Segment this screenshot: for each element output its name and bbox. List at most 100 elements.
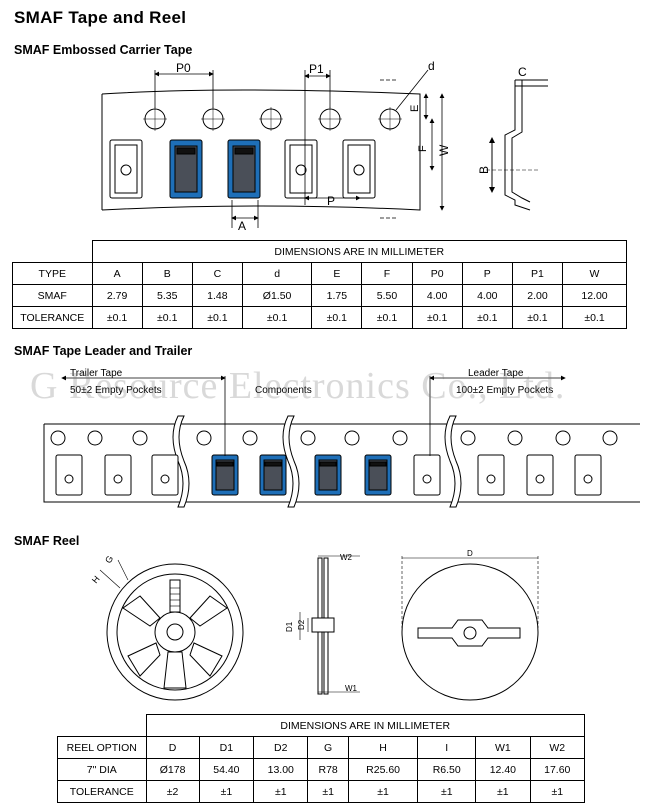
table-cell: ±0.1	[562, 306, 627, 329]
table-cell: ±2	[145, 780, 200, 803]
leader-pockets-label: 100±2 Empty Pockets	[456, 385, 553, 396]
column-header: TYPE	[12, 262, 93, 285]
trailer-tape-label: Trailer Tape	[70, 368, 123, 379]
column-header: A	[91, 262, 143, 285]
table-cell: 4.00	[411, 284, 463, 307]
table-cell: ±1	[475, 780, 531, 803]
reel-drawing: H G W2 W1 D1 D2 D	[90, 549, 539, 701]
dim-label-g: G	[103, 554, 115, 565]
leader-tape-label: Leader Tape	[468, 368, 524, 379]
table-cell: R25.60	[347, 758, 419, 781]
dim-label-d: d	[428, 60, 435, 73]
column-header: F	[361, 262, 413, 285]
reel-heading: SMAF Reel	[14, 534, 80, 548]
carrier-table-header: DIMENSIONS ARE IN MILLIMETER	[91, 240, 627, 263]
table-cell: 13.00	[253, 758, 309, 781]
table-cell: TOLERANCE	[57, 780, 147, 803]
column-header: D2	[253, 736, 309, 759]
table-cell: ±0.1	[311, 306, 363, 329]
dim-label-f: F	[417, 145, 429, 152]
trailer-pockets-label: 50±2 Empty Pockets	[70, 385, 162, 396]
watermark: G Resource Electronics Co., Ltd.	[30, 365, 566, 407]
dim-label-p0: P0	[176, 61, 191, 75]
page-title: SMAF Tape and Reel	[14, 8, 187, 27]
dim-label-b: B	[477, 166, 491, 174]
dim-label-e: E	[409, 105, 421, 112]
carrier-table-columns: TYPE A B C d E F P0 P P1 W	[12, 262, 627, 285]
table-cell: 7" DIA	[57, 758, 147, 781]
table-row: 7" DIA Ø178 54.40 13.00 R78 R25.60 R6.50…	[57, 758, 586, 781]
table-cell: 2.79	[91, 284, 143, 307]
table-cell: ±0.1	[91, 306, 143, 329]
table-cell: ±1	[198, 780, 255, 803]
table-cell: 4.00	[461, 284, 513, 307]
column-header: I	[417, 736, 477, 759]
table-cell: ±0.1	[241, 306, 313, 329]
table-cell: Ø178	[145, 758, 200, 781]
dim-label-d: D	[467, 549, 473, 558]
dim-label-d2: D2	[297, 619, 306, 630]
column-header: W	[562, 262, 627, 285]
table-cell: 17.60	[529, 758, 586, 781]
column-header: P1	[511, 262, 564, 285]
dim-label-p1: P1	[309, 62, 324, 76]
table-cell: ±1	[253, 780, 309, 803]
dim-label-w: W	[437, 144, 451, 156]
column-header: P	[461, 262, 513, 285]
table-cell: ±0.1	[461, 306, 513, 329]
column-header: C	[191, 262, 243, 285]
table-cell: 5.35	[141, 284, 193, 307]
table-cell: R6.50	[417, 758, 477, 781]
reel-table-header: DIMENSIONS ARE IN MILLIMETER	[145, 714, 585, 737]
table-cell: ±1	[417, 780, 477, 803]
dim-label-w2: W2	[340, 553, 353, 562]
carrier-tape-heading: SMAF Embossed Carrier Tape	[14, 43, 193, 57]
table-cell: Ø1.50	[241, 284, 313, 307]
table-cell: ±0.1	[511, 306, 564, 329]
table-cell: 2.00	[511, 284, 564, 307]
carrier-tape-drawing: P0 P1 d A P E F W B C	[101, 60, 548, 233]
column-header: B	[141, 262, 193, 285]
reel-table-columns: REEL OPTION D D1 D2 G H I W1 W2	[57, 736, 586, 759]
table-cell: 1.75	[311, 284, 363, 307]
table-cell: ±0.1	[411, 306, 463, 329]
table-cell: R78	[307, 758, 349, 781]
column-header: E	[311, 262, 363, 285]
column-header: W1	[475, 736, 531, 759]
dim-label-c: C	[518, 65, 527, 79]
table-cell: 5.50	[361, 284, 413, 307]
table-cell: 54.40	[198, 758, 255, 781]
table-cell: ±0.1	[361, 306, 413, 329]
dim-label-d1: D1	[285, 621, 294, 632]
leader-trailer-drawing: Trailer Tape 50±2 Empty Pockets Componen…	[43, 368, 640, 508]
table-cell: 12.00	[562, 284, 627, 307]
table-cell: 12.40	[475, 758, 531, 781]
table-cell: TOLERANCE	[12, 306, 93, 329]
column-header: G	[307, 736, 349, 759]
table-row: TOLERANCE ±2 ±1 ±1 ±1 ±1 ±1 ±1 ±1	[57, 780, 586, 803]
table-row: TOLERANCE ±0.1 ±0.1 ±0.1 ±0.1 ±0.1 ±0.1 …	[12, 306, 627, 329]
table-cell: ±1	[347, 780, 419, 803]
dim-label-h: H	[90, 574, 102, 585]
table-cell: ±0.1	[191, 306, 243, 329]
table-cell: 1.48	[191, 284, 243, 307]
table-cell: ±0.1	[141, 306, 193, 329]
dim-label-a: A	[238, 219, 246, 233]
column-header: H	[347, 736, 419, 759]
table-cell: SMAF	[12, 284, 93, 307]
column-header: d	[241, 262, 313, 285]
column-header: D	[145, 736, 200, 759]
column-header: W2	[529, 736, 586, 759]
column-header: P0	[411, 262, 463, 285]
carrier-dimensions-table: DIMENSIONS ARE IN MILLIMETER TYPE A B C …	[12, 240, 627, 329]
table-cell: ±1	[529, 780, 586, 803]
table-row: SMAF 2.79 5.35 1.48 Ø1.50 1.75 5.50 4.00…	[12, 284, 627, 307]
column-header: REEL OPTION	[57, 736, 147, 759]
reel-dimensions-table: DIMENSIONS ARE IN MILLIMETER REEL OPTION…	[57, 714, 586, 803]
dim-label-p: P	[327, 194, 335, 208]
column-header: D1	[198, 736, 255, 759]
leader-trailer-heading: SMAF Tape Leader and Trailer	[14, 344, 193, 358]
table-cell: ±1	[307, 780, 349, 803]
dim-label-w1: W1	[345, 684, 358, 693]
components-label: Components	[255, 385, 312, 396]
